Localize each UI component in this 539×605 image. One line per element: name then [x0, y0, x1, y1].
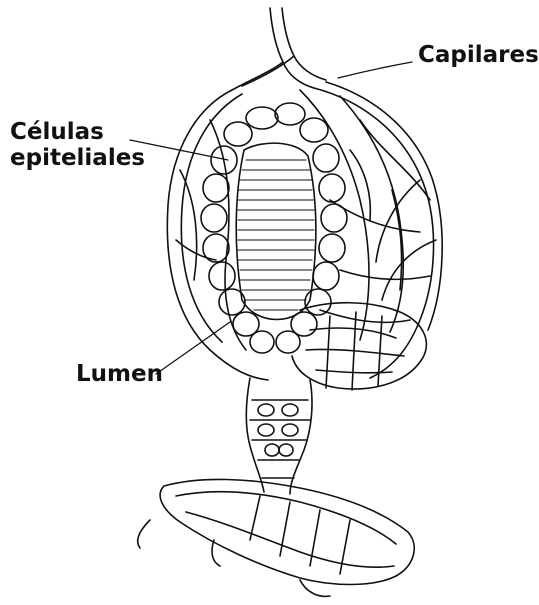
- duct-neck: [246, 378, 312, 494]
- label-celulas-line1: Células: [10, 119, 145, 145]
- label-celulas-line2: epiteliales: [10, 145, 145, 171]
- capillary-stem: [232, 8, 326, 90]
- epithelial-cells: [201, 103, 347, 353]
- label-lumen: Lumen: [76, 361, 163, 387]
- label-capilares: Capilares: [418, 42, 539, 68]
- lumen-area: [236, 143, 316, 319]
- bottom-tube: [138, 479, 415, 596]
- leader-capilares: [338, 62, 412, 78]
- label-celulas-epiteliales: Células epiteliales: [10, 119, 145, 172]
